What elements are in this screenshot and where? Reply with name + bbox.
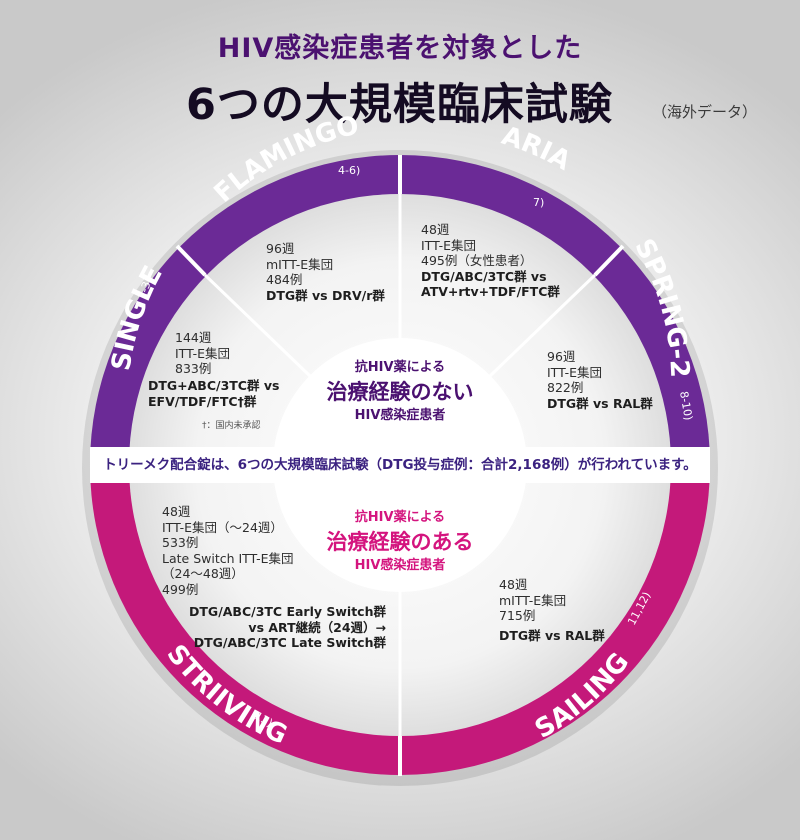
- ring-label-aria: ARIA: [498, 121, 575, 177]
- striiving-comparison-3: DTG/ABC/3TC Late Switch群: [193, 635, 386, 650]
- aria-line: 48週: [421, 222, 450, 237]
- sailing-line: mITT-E集団: [499, 592, 567, 608]
- center-experienced-label: 抗HIV薬による 治療経験のある HIV感染症患者: [280, 508, 520, 576]
- ref-spring2: 8-10): [677, 390, 695, 421]
- study-sailing: 48週 mITT-E集団 715例 DTG群 vs RAL群: [499, 577, 605, 643]
- study-spring2: 96週 ITT-E集団 822例 DTG群 vs RAL群: [547, 349, 653, 411]
- flamingo-line: 96週: [266, 241, 295, 256]
- center-experienced-line3: HIV感染症患者: [354, 558, 446, 573]
- striiving-line: 48週: [162, 504, 191, 519]
- study-single-comparison: DTG+ABC/3TC群 vs EFV/TDF/FTC†群: [148, 378, 279, 409]
- ref-aria: 7): [533, 196, 544, 209]
- ref-flamingo: 4-6): [338, 164, 360, 177]
- striiving-line: 499例: [162, 581, 199, 597]
- center-naive-line1: 抗HIV薬による: [354, 360, 446, 375]
- flamingo-line: mITT-E集団: [266, 256, 334, 272]
- single-comparison-2: EFV/TDF/FTC†群: [148, 393, 257, 409]
- study-aria: 48週 ITT-E集団 495例（女性患者） DTG/ABC/3TC群 vs A…: [421, 222, 560, 300]
- spring2-line: ITT-E集団: [547, 364, 602, 380]
- striiving-line: 533例: [162, 535, 199, 550]
- title-line1: HIV感染症患者を対象とした: [217, 33, 583, 64]
- striiving-comparison-1: DTG/ABC/3TC Early Switch群: [189, 604, 386, 619]
- striiving-line: Late Switch ITT-E集団: [162, 550, 294, 566]
- study-flamingo: 96週 mITT-E集団 484例 DTG群 vs DRV/r群: [266, 241, 385, 303]
- center-experienced-line2: 治療経験のある: [326, 530, 474, 554]
- title-note: （海外データ）: [652, 103, 758, 121]
- center-naive-line3: HIV感染症患者: [354, 408, 446, 423]
- single-line: ITT-E集団: [175, 345, 230, 361]
- aria-line: ITT-E集団: [421, 237, 476, 253]
- inner-dividers: [203, 194, 597, 736]
- single-line: 833例: [175, 361, 212, 376]
- ring-dividers: [175, 155, 625, 776]
- center-naive-line2: 治療経験のない: [326, 380, 474, 404]
- flamingo-line: 484例: [266, 272, 303, 287]
- sailing-comparison: DTG群 vs RAL群: [499, 627, 605, 643]
- center-naive-label: 抗HIV薬による 治療経験のない HIV感染症患者: [280, 358, 520, 426]
- title-line2: 6つの大規模臨床試験: [186, 80, 613, 130]
- spring2-line: 822例: [547, 380, 584, 395]
- flamingo-comparison: DTG群 vs DRV/r群: [266, 287, 385, 303]
- striiving-comparison-2: vs ART継続（24週）→: [248, 619, 386, 635]
- study-single: 144週 ITT-E集団 833例: [175, 330, 230, 377]
- striiving-line: （24～48週）: [162, 566, 244, 581]
- single-footnote: †：国内未承認: [202, 421, 261, 431]
- sailing-line: 48週: [499, 577, 528, 592]
- single-line: 144週: [175, 330, 212, 345]
- striiving-line: ITT-E集団（～24週）: [162, 519, 283, 535]
- spring2-comparison: DTG群 vs RAL群: [547, 395, 653, 411]
- aria-line: 495例（女性患者）: [421, 253, 533, 268]
- study-striiving: 48週 ITT-E集団（～24週） 533例 Late Switch ITT-E…: [162, 504, 294, 597]
- spring2-line: 96週: [547, 349, 576, 364]
- aria-comparison-2: ATV+rtv+TDF/FTC群: [421, 284, 560, 299]
- summary-banner: トリーメク配合錠は、6つの大規模臨床試験（DTG投与症例：合計2,168例）が行…: [90, 447, 710, 483]
- sailing-line: 715例: [499, 608, 536, 623]
- aria-comparison-1: DTG/ABC/3TC群 vs: [421, 268, 547, 284]
- single-comparison-1: DTG+ABC/3TC群 vs: [148, 378, 280, 393]
- center-experienced-line1: 抗HIV薬による: [354, 510, 446, 525]
- study-striiving-comparison: DTG/ABC/3TC Early Switch群 vs ART継続（24週）→…: [186, 604, 386, 651]
